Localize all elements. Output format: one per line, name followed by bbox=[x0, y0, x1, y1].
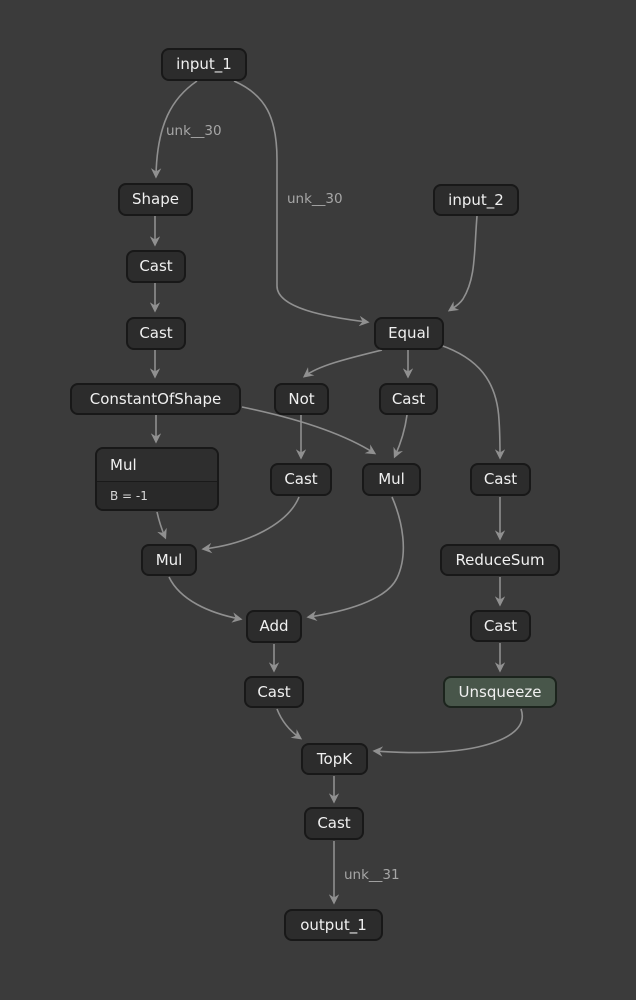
node-label: Cast bbox=[317, 814, 351, 832]
node-label: Cast bbox=[483, 616, 518, 635]
node-cast-7[interactable]: Cast bbox=[244, 676, 304, 708]
node-cast-1[interactable]: Cast bbox=[126, 250, 186, 283]
node-label: output_1 bbox=[300, 915, 367, 934]
node-cast-5[interactable]: Cast bbox=[470, 463, 531, 496]
edge-mulattr-mullow bbox=[156, 511, 167, 540]
node-label: ReduceSum bbox=[455, 550, 545, 569]
node-label: Shape bbox=[132, 190, 179, 208]
node-cast-4[interactable]: Cast bbox=[270, 463, 332, 496]
node-label: Cast bbox=[483, 470, 518, 488]
node-label: ConstantOfShape bbox=[89, 389, 222, 408]
node-equal[interactable]: Equal bbox=[374, 317, 444, 350]
node-label: Add bbox=[259, 617, 289, 635]
edge-equal-cast5 bbox=[439, 344, 506, 460]
node-label: Unsqueeze bbox=[458, 682, 542, 701]
edge-mullow-add bbox=[168, 576, 243, 623]
edge-label-unk-30-right: unk__30 bbox=[287, 191, 343, 207]
edge-input1-equal bbox=[233, 80, 370, 327]
node-input-1[interactable]: input_1 bbox=[161, 48, 247, 81]
node-shape[interactable]: Shape bbox=[118, 183, 193, 216]
node-mul-with-attribute[interactable]: Mul B = -1 bbox=[95, 447, 219, 511]
node-attribute: B = -1 bbox=[97, 482, 217, 509]
edge-cast7-topk bbox=[276, 708, 303, 740]
node-output-1[interactable]: output_1 bbox=[284, 909, 383, 941]
node-label: Cast bbox=[139, 257, 173, 275]
node-label: input_2 bbox=[448, 190, 504, 209]
node-label: Equal bbox=[388, 324, 430, 342]
node-title: Mul bbox=[97, 449, 217, 482]
edge-label-unk-31: unk__31 bbox=[344, 867, 400, 883]
node-label: Cast bbox=[391, 389, 426, 408]
node-label: Not bbox=[288, 389, 315, 408]
node-reducesum[interactable]: ReduceSum bbox=[440, 544, 560, 576]
edge-input2-equal bbox=[447, 215, 478, 312]
node-label: Mul bbox=[378, 470, 405, 488]
edge-unsqueeze-topk bbox=[372, 708, 524, 757]
node-constantofshape[interactable]: ConstantOfShape bbox=[70, 383, 241, 415]
node-input-2[interactable]: input_2 bbox=[433, 184, 519, 216]
edge-input1-shape bbox=[150, 80, 198, 179]
node-mul-low[interactable]: Mul bbox=[141, 544, 197, 576]
node-add[interactable]: Add bbox=[246, 610, 302, 643]
edge-cast3-mulmid bbox=[393, 414, 408, 459]
edge-equal-not bbox=[302, 349, 383, 378]
node-label: Cast bbox=[284, 470, 318, 488]
node-cast-8[interactable]: Cast bbox=[304, 807, 364, 840]
edge-mulmid-add bbox=[306, 496, 405, 621]
node-label: input_1 bbox=[176, 55, 232, 73]
edge-constantofshape-mulmid bbox=[241, 406, 377, 455]
node-unsqueeze[interactable]: Unsqueeze bbox=[443, 676, 557, 708]
node-mul-mid[interactable]: Mul bbox=[362, 463, 421, 496]
node-cast-2[interactable]: Cast bbox=[126, 317, 186, 350]
edge-label-unk-30-left: unk__30 bbox=[166, 123, 222, 139]
node-label: Mul bbox=[155, 550, 183, 569]
node-cast-6[interactable]: Cast bbox=[470, 610, 531, 642]
node-label: TopK bbox=[316, 749, 353, 768]
edge-cast4-mullow bbox=[201, 496, 300, 554]
node-topk[interactable]: TopK bbox=[301, 743, 368, 775]
node-label: Cast bbox=[257, 682, 291, 701]
node-not[interactable]: Not bbox=[274, 383, 329, 415]
node-cast-3[interactable]: Cast bbox=[379, 383, 438, 415]
node-label: Cast bbox=[139, 324, 173, 342]
